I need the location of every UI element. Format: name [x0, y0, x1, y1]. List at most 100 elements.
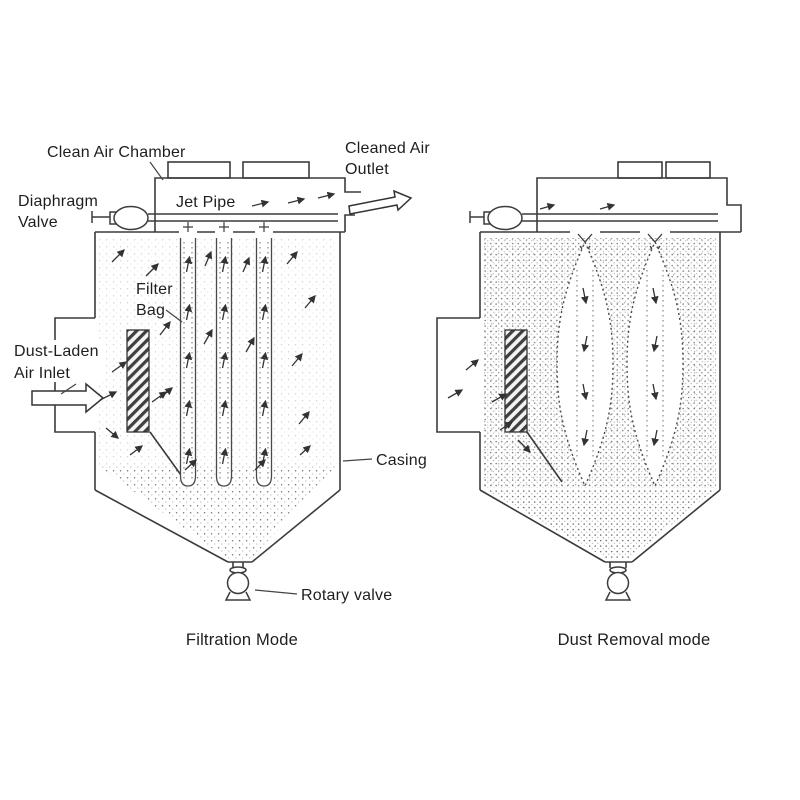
- label-casing: Casing: [376, 452, 427, 469]
- flow-arrow: [291, 353, 303, 367]
- inlet-diffuser-plate-left: [126, 329, 150, 433]
- flow-arrow: [580, 287, 589, 305]
- flow-arrow: [220, 351, 229, 369]
- flow-arrow: [220, 447, 229, 465]
- inlet-diffuser-plate-right: [504, 329, 528, 433]
- leader-filter-bag: [165, 309, 183, 323]
- flow-arrow: [159, 320, 171, 336]
- flow-arrow: [184, 303, 193, 321]
- dust-removal-mode-unit: [436, 161, 742, 601]
- flow-arrow: [581, 335, 590, 353]
- flow-arrow: [260, 255, 269, 273]
- label-dust-laden-1: Dust-Laden: [14, 343, 99, 360]
- leader-rotary-valve: [254, 589, 298, 595]
- flow-arrow: [220, 303, 229, 321]
- flow-arrow: [651, 429, 660, 447]
- chamber-vent: [242, 161, 310, 179]
- chamber-vent: [167, 161, 231, 179]
- filter-bags-left: [179, 238, 273, 487]
- flow-arrow: [298, 411, 310, 425]
- label-cleaned-air-outlet-1: Cleaned Air: [345, 140, 430, 157]
- rotary-valve-right: [604, 566, 632, 601]
- cleaned-air-outlet-arrow: [348, 189, 413, 215]
- nozzle-marks-left: [183, 222, 269, 232]
- diaphragm-valve-left: [113, 205, 149, 231]
- flow-arrow: [260, 399, 269, 417]
- flow-arrow: [499, 421, 514, 431]
- inlet-duct-right: [436, 317, 480, 433]
- flow-arrow: [539, 203, 556, 211]
- clean-air-chamber-right: [536, 177, 742, 232]
- flow-arrow: [111, 249, 125, 263]
- label-diaphragm-valve-2: Valve: [18, 214, 58, 231]
- inflated-bag: [626, 240, 684, 488]
- flow-arrow: [105, 427, 119, 439]
- flow-arrow: [260, 351, 269, 369]
- casing-walls-right: [479, 232, 721, 490]
- flow-arrow: [184, 447, 193, 465]
- flow-arrow: [581, 429, 590, 447]
- flow-arrow: [151, 391, 168, 403]
- flow-arrow: [599, 203, 616, 211]
- dust-stipple-left-hopper: [99, 466, 336, 560]
- hopper-right: [479, 489, 721, 568]
- flow-arrow: [650, 287, 659, 305]
- filtration-mode-unit: [31, 161, 413, 601]
- dust-stipple-right-hopper: [486, 490, 714, 558]
- label-dust-laden-2: Air Inlet: [14, 365, 70, 382]
- flow-arrow: [465, 359, 479, 371]
- hopper-left: [94, 489, 341, 568]
- flow-arrow: [220, 399, 229, 417]
- leader-casing: [342, 458, 373, 462]
- flow-arrow: [580, 383, 589, 401]
- airflow-arrows: [99, 191, 660, 471]
- flow-arrow: [517, 439, 531, 453]
- flow-arrow: [299, 445, 311, 456]
- baffle-right: [526, 431, 563, 483]
- flow-arrow: [286, 251, 298, 265]
- right-vessel-outline: [436, 161, 742, 568]
- flow-arrow: [129, 445, 144, 456]
- flow-arrow: [111, 361, 128, 373]
- rotary-valve-left: [224, 566, 252, 601]
- flow-arrow: [287, 196, 306, 205]
- leader-lines: [60, 161, 373, 595]
- label-rotary-valve: Rotary valve: [301, 587, 392, 604]
- flow-arrow: [317, 191, 336, 200]
- filter-bags-right: [556, 240, 684, 488]
- label-diaphragm-valve-1: Diaphragm: [18, 193, 98, 210]
- flow-arrow: [184, 459, 197, 471]
- inflated-bag: [556, 240, 614, 488]
- chamber-vent: [617, 161, 663, 179]
- flow-arrow: [260, 447, 269, 465]
- casing-walls-left: [94, 232, 341, 490]
- flow-arrow: [145, 263, 159, 277]
- flow-arrow: [304, 295, 316, 309]
- flow-arrow: [260, 303, 269, 321]
- flow-arrow: [651, 335, 660, 353]
- diaphragm-valve-right: [487, 205, 523, 231]
- flow-arrow: [447, 389, 464, 399]
- dust-air-inlet-arrow: [31, 382, 105, 414]
- flow-arrow: [242, 256, 251, 273]
- caption-filtration-mode: Filtration Mode: [186, 631, 298, 649]
- flow-arrow: [650, 383, 659, 401]
- caption-dust-removal-mode: Dust Removal mode: [558, 631, 711, 649]
- flow-arrow: [184, 399, 193, 417]
- leader-dust-inlet: [60, 383, 77, 395]
- label-filter-bag-1: Filter: [136, 281, 173, 298]
- flow-arrow: [204, 250, 213, 267]
- jet-pipe-right: [522, 213, 718, 222]
- flow-arrow: [184, 351, 193, 369]
- jet-pipe-assembly-left: [91, 205, 338, 232]
- flow-arrow: [245, 336, 255, 353]
- label-cleaned-air-outlet-2: Outlet: [345, 161, 389, 178]
- flow-arrow: [220, 255, 229, 273]
- flow-arrow: [491, 393, 508, 403]
- label-jet-pipe: Jet Pipe: [176, 194, 235, 211]
- jet-pipe-left: [148, 213, 338, 222]
- flow-arrow: [99, 391, 118, 401]
- diagram-labels: Clean Air Chamber Cleaned Air Outlet Dia…: [12, 140, 710, 649]
